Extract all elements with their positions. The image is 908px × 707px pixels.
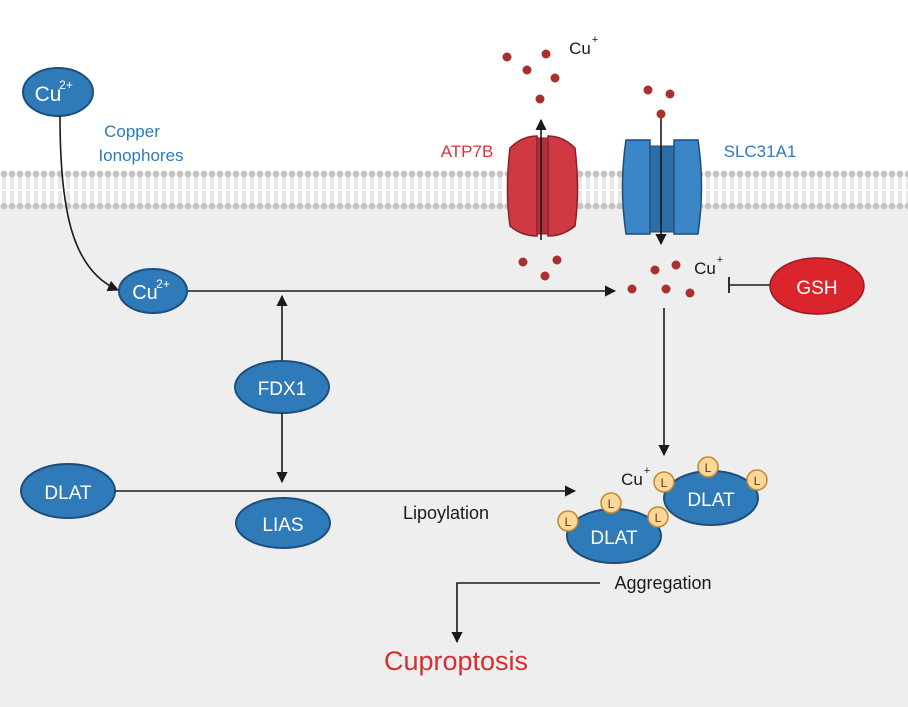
cu2-extracellular-charge: 2+ xyxy=(59,78,73,92)
lipoyl-group-4: L xyxy=(600,492,622,514)
cell-membrane xyxy=(0,170,908,210)
lipoyl-group-1: L xyxy=(697,456,719,478)
lipoyl-label-1: L xyxy=(705,461,712,475)
cu1-aggregate-label: Cu xyxy=(621,470,643,489)
atp7b-transporter xyxy=(506,135,579,237)
dlat-aggregate-back: DLAT xyxy=(663,470,759,526)
gsh-label: GSH xyxy=(796,278,837,299)
cu-ions-extracellular-right xyxy=(643,85,675,119)
dlat-aggregate-back-label: DLAT xyxy=(687,490,735,511)
aggregation-label: Aggregation xyxy=(614,573,711,593)
atp7b-label: ATP7B xyxy=(441,142,494,161)
cu1-extracellular-label: Cu xyxy=(569,39,591,58)
slc31a1-transporter xyxy=(621,139,703,235)
cu2-intracellular-label: Cu xyxy=(132,282,158,304)
lipoyl-group-6: L xyxy=(647,506,669,528)
ionophore-import-arrow xyxy=(59,115,120,292)
copper-ionophores-label-line1: Copper xyxy=(104,122,160,141)
dlat-left-node: DLAT xyxy=(20,463,116,519)
dlat-aggregate-front: DLAT xyxy=(566,508,662,564)
cu2-extracellular-label: Cu xyxy=(35,83,62,106)
lipoyl-label-6: L xyxy=(655,511,662,525)
lipoyl-label-4: L xyxy=(608,497,615,511)
lipoyl-label-3: L xyxy=(754,474,761,488)
lipoyl-group-3: L xyxy=(746,469,768,491)
lipoyl-label-5: L xyxy=(565,515,572,529)
lias-node: LIAS xyxy=(235,497,331,549)
dlat-aggregate-front-label: DLAT xyxy=(590,528,638,549)
cu2-intracellular-charge: 2+ xyxy=(156,277,170,291)
cu-ions-intracellular-left xyxy=(518,255,562,281)
lias-label: LIAS xyxy=(262,515,303,536)
slc31a1-label: SLC31A1 xyxy=(724,142,797,161)
dlat-left-label: DLAT xyxy=(44,483,92,504)
cu1-extracellular-charge: + xyxy=(592,34,598,46)
copper-ionophores-label-line2: Ionophores xyxy=(98,146,183,165)
cu1-intracellular-label: Cu xyxy=(694,259,716,278)
cuproptosis-label: Cuproptosis xyxy=(384,646,528,676)
cu1-intracellular-charge: + xyxy=(717,254,723,266)
cu2-intracellular-node: Cu 2+ xyxy=(118,268,188,314)
lipoyl-group-5: L xyxy=(557,510,579,532)
aggregation-to-cuproptosis-arrow xyxy=(451,582,600,644)
lipoyl-label-2: L xyxy=(661,476,668,490)
fdx1-label: FDX1 xyxy=(258,379,307,400)
cu1-aggregate-charge: + xyxy=(644,465,650,477)
cu2-extracellular-node: Cu 2+ xyxy=(22,67,94,117)
lipoyl-group-2: L xyxy=(653,471,675,493)
gsh-node: GSH xyxy=(769,257,865,315)
fdx1-node: FDX1 xyxy=(234,360,330,414)
cu-ions-intracellular-right xyxy=(627,260,695,298)
cu-ions-extracellular-left xyxy=(502,49,560,104)
lipoylation-label: Lipoylation xyxy=(403,503,489,523)
